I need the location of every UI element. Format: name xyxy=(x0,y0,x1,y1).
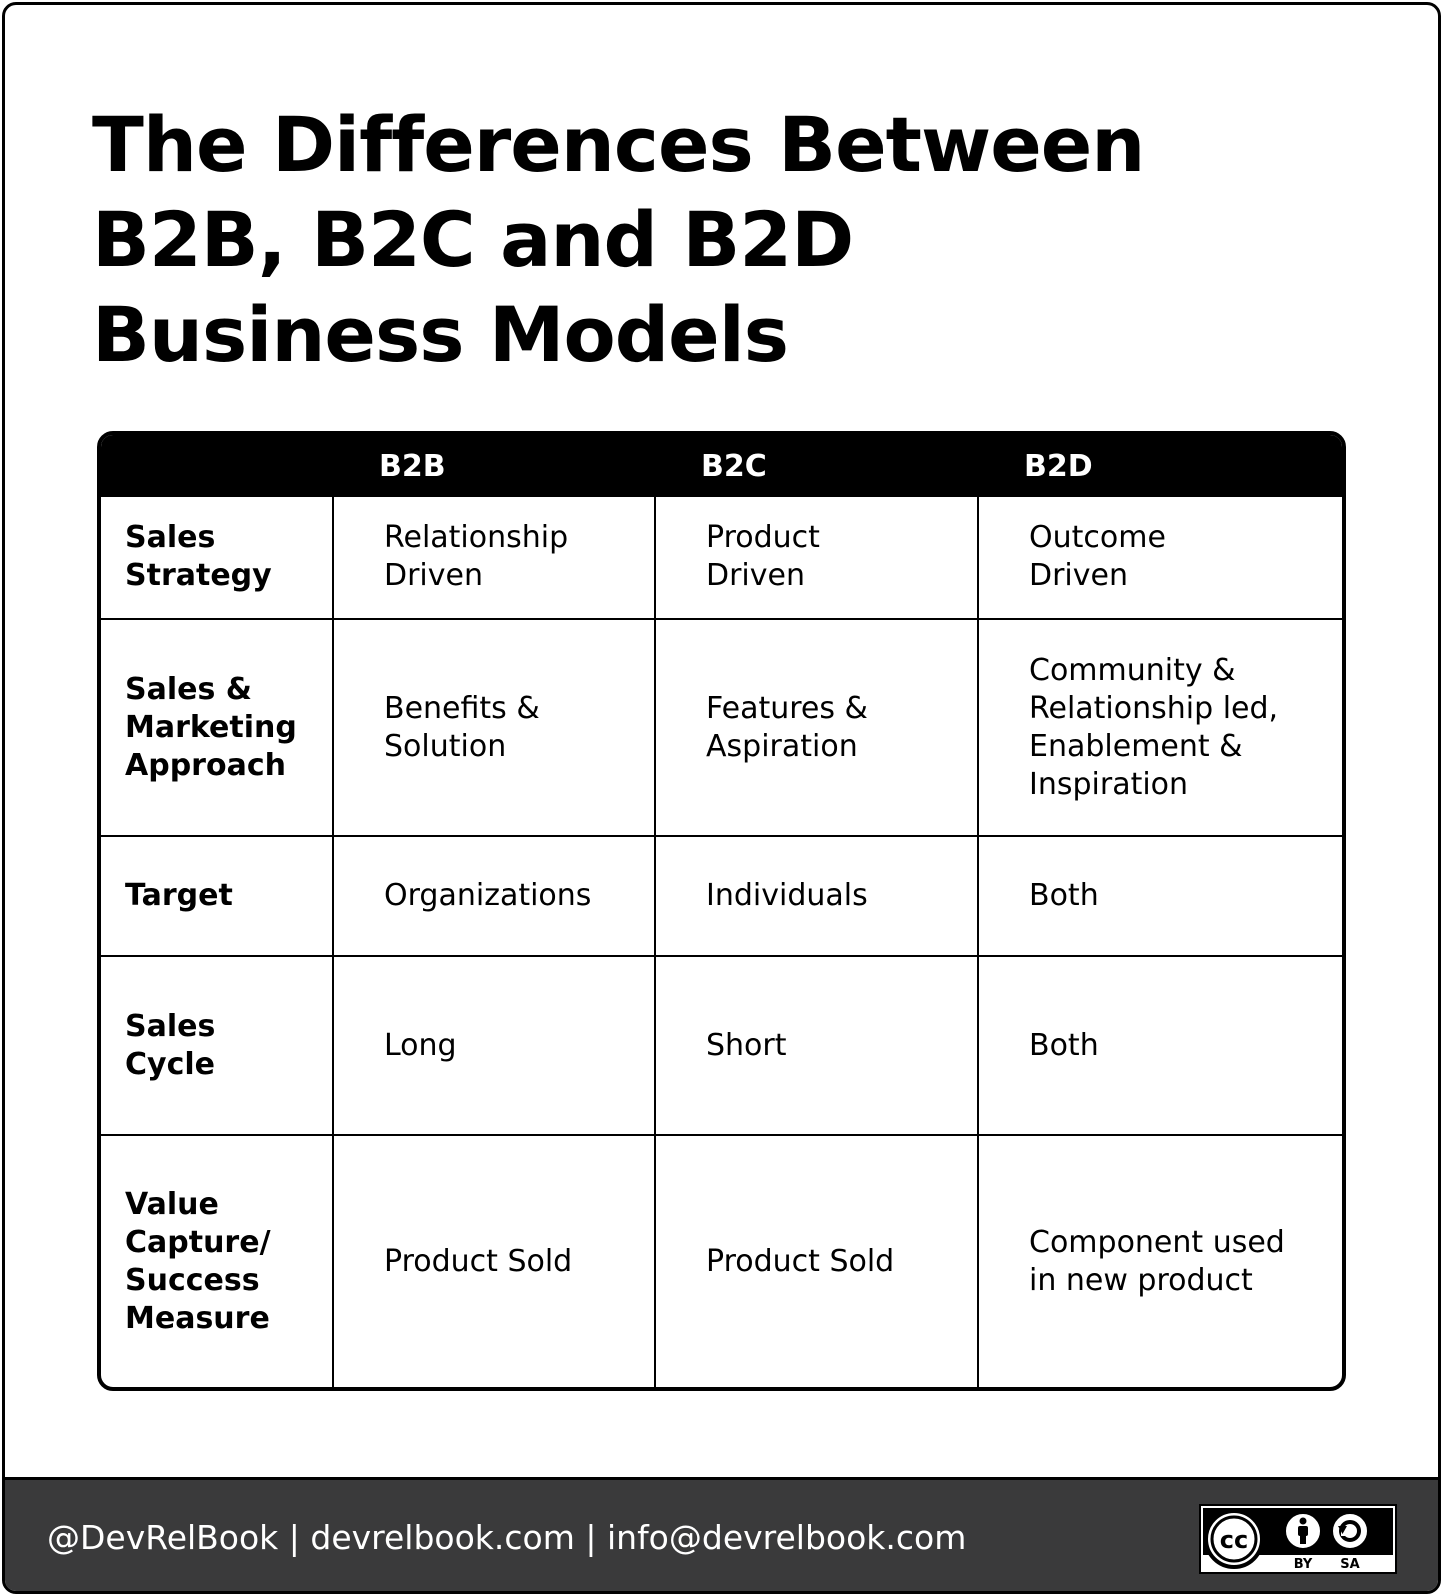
row-label: Value Capture/ Success Measure xyxy=(101,1134,334,1387)
title-line-1: The Differences Between xyxy=(92,100,1145,189)
cell-b2b: Product Sold xyxy=(332,1134,656,1387)
table-row: Sales & Marketing Approach Benefits & So… xyxy=(101,617,1342,838)
attribution-person-icon xyxy=(1284,1512,1322,1550)
cell-b2b: Benefits & Solution xyxy=(332,617,656,838)
share-alike-icon xyxy=(1331,1512,1369,1550)
cell-b2c: Features & Aspiration xyxy=(654,617,979,838)
license-by-label: BY xyxy=(1294,1557,1313,1572)
cell-b2b: Organizations xyxy=(332,835,656,958)
cell-b2c: Product Sold xyxy=(654,1134,979,1387)
cell-b2d: Community & Relationship led, Enablement… xyxy=(977,617,1342,838)
svg-text:cc: cc xyxy=(1220,1526,1248,1554)
table-header-row: B2B B2C B2D xyxy=(101,435,1342,497)
cc-by-sa-license-badge: cc BY SA xyxy=(1199,1504,1397,1574)
header-b2d: B2D xyxy=(1024,448,1093,484)
cc-icon: cc xyxy=(1204,1509,1264,1569)
row-label: Sales & Marketing Approach xyxy=(101,617,334,838)
title-line-2: B2B, B2C and B2D xyxy=(92,195,854,284)
header-b2b: B2B xyxy=(379,448,446,484)
cell-b2d: Component used in new product xyxy=(977,1134,1342,1387)
cell-b2d: Both xyxy=(977,955,1342,1136)
table-row: Value Capture/ Success Measure Product S… xyxy=(101,1134,1342,1387)
row-label: Sales Strategy xyxy=(101,497,334,620)
cell-b2d: Outcome Driven xyxy=(977,497,1342,620)
page-title: The Differences Between B2B, B2C and B2D… xyxy=(92,97,1292,382)
row-label: Target xyxy=(101,835,334,958)
header-empty-cell xyxy=(101,435,333,497)
cell-b2b: Relationship Driven xyxy=(332,497,656,620)
cell-b2b: Long xyxy=(332,955,656,1136)
table-row: Target Organizations Individuals Both xyxy=(101,835,1342,958)
header-b2c: B2C xyxy=(701,448,767,484)
license-sa-label: SA xyxy=(1340,1557,1359,1572)
table-row: Sales Cycle Long Short Both xyxy=(101,955,1342,1136)
comparison-table: B2B B2C B2D Sales Strategy Relationship … xyxy=(97,431,1346,1391)
cell-b2c: Product Driven xyxy=(654,497,979,620)
cell-b2c: Individuals xyxy=(654,835,979,958)
footer: @DevRelBook | devrelbook.com | info@devr… xyxy=(5,1477,1438,1591)
title-line-3: Business Models xyxy=(92,290,789,379)
table-row: Sales Strategy Relationship Driven Produ… xyxy=(101,497,1342,620)
cell-b2c: Short xyxy=(654,955,979,1136)
cell-b2d: Both xyxy=(977,835,1342,958)
row-label: Sales Cycle xyxy=(101,955,334,1136)
footer-contact-text: @DevRelBook | devrelbook.com | info@devr… xyxy=(47,1518,967,1557)
